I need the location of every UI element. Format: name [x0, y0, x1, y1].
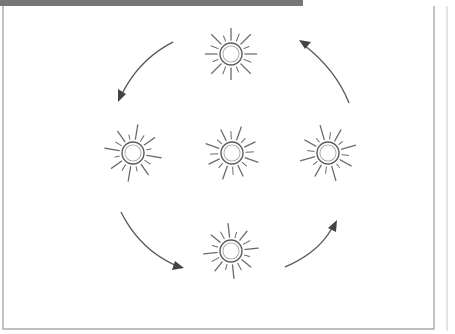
header-bar [0, 0, 303, 6]
